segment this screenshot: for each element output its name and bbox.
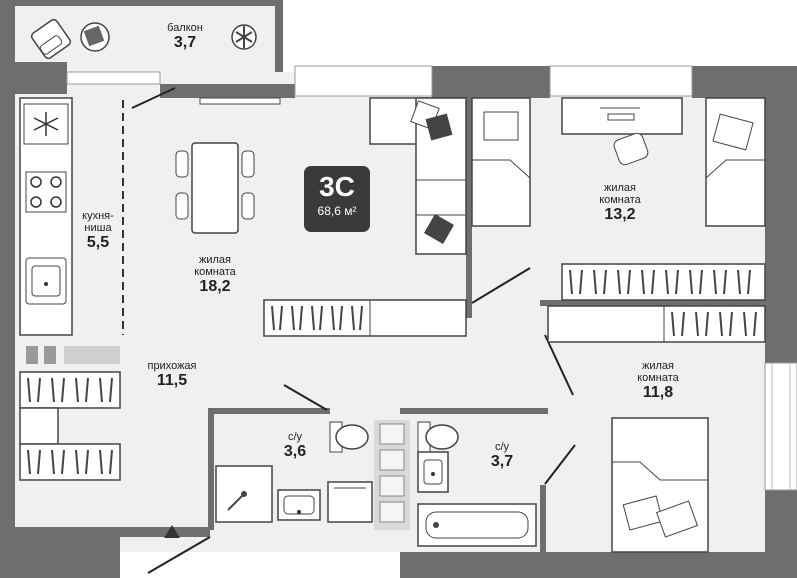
- door-bath1: [283, 384, 328, 411]
- sink-bath2: [417, 451, 449, 493]
- window-bedroom1: [549, 65, 693, 97]
- door-bath2: [544, 444, 576, 485]
- wall-balcony-left: [0, 0, 15, 70]
- wall-right-upper: [765, 66, 797, 363]
- room-hall-name: прихожая: [147, 360, 197, 372]
- entrance-arrow-icon: [164, 525, 180, 538]
- room-kitchen-name: кухня- ниша: [82, 210, 114, 234]
- bed-bedroom1-left: [471, 97, 531, 227]
- hall-bench: [64, 346, 120, 364]
- bedroom1-wardrobe: [561, 263, 766, 301]
- window-bedroom2: [764, 362, 797, 491]
- door-bedroom2: [544, 334, 574, 396]
- living-wardrobe: [263, 299, 467, 337]
- toilet-bath2: [417, 421, 459, 453]
- toilet-bath1: [329, 421, 369, 453]
- desk: [561, 97, 683, 166]
- room-bedroom2-name: жилая комната: [637, 360, 679, 384]
- snowflake-icon: [33, 112, 59, 136]
- room-kitchen-area: 5,5: [86, 234, 110, 251]
- room-living-name: жилая комната: [194, 254, 236, 278]
- hall-wardrobe: [19, 371, 121, 481]
- room-living: жилая комната 18,2: [175, 254, 255, 296]
- room-bath1-name: с/у: [287, 431, 303, 443]
- bathtub: [417, 503, 537, 547]
- wall-bottom-right: [400, 552, 797, 578]
- hall-shelf-a: [26, 346, 38, 364]
- balcony-plant: [231, 24, 257, 50]
- window-kitchen: [66, 71, 161, 85]
- wall-top-mid: [432, 66, 550, 98]
- room-bath1-area: 3,6: [283, 443, 307, 460]
- room-bedroom1-area: 13,2: [604, 206, 636, 223]
- sofa: [369, 97, 467, 255]
- room-kitchen: кухня- ниша 5,5: [73, 210, 123, 252]
- wall-bath2-right: [540, 485, 546, 552]
- room-bath2-name: с/у: [494, 441, 510, 453]
- door-balcony: [131, 87, 176, 109]
- kitchen-sink: [25, 257, 67, 305]
- wall-balcony-right: [275, 0, 283, 72]
- wall-bath2-top: [400, 408, 548, 414]
- wall-left: [0, 62, 15, 527]
- tv: [199, 97, 281, 105]
- dining-table: [175, 142, 255, 234]
- shower: [215, 465, 273, 523]
- wall-bath-top: [208, 408, 330, 414]
- room-bedroom2: жилая комната 11,8: [618, 360, 698, 402]
- wall-living-bedroom: [466, 98, 472, 318]
- bed-bedroom1-right: [705, 97, 766, 227]
- room-bedroom1-name: жилая комната: [599, 182, 641, 206]
- wall-balcony-top: [0, 0, 283, 6]
- washing-machine: [327, 481, 373, 523]
- wall-bedrooms: [540, 300, 765, 306]
- room-hall: прихожая 11,5: [132, 360, 212, 390]
- sink-bath1: [277, 489, 321, 521]
- balcony-table: [80, 22, 110, 52]
- apartment-code: 3С: [319, 171, 355, 202]
- balcony-chair: [30, 18, 72, 60]
- bedroom2-wardrobe: [547, 305, 766, 343]
- door-bedroom1: [471, 267, 531, 304]
- room-balcony-area: 3,7: [173, 34, 197, 51]
- room-balcony-name: балкон: [167, 22, 203, 34]
- wall-bath-left: [208, 408, 214, 530]
- hall-shelf-b: [44, 346, 56, 364]
- wall-top-left: [15, 62, 67, 94]
- room-bath2-area: 3,7: [490, 453, 514, 470]
- wall-bottom-entry: [110, 527, 210, 537]
- room-balcony: балкон 3,7: [150, 22, 220, 52]
- room-bedroom2-area: 11,8: [642, 384, 674, 401]
- room-living-area: 18,2: [199, 278, 231, 295]
- bed-bedroom2: [611, 417, 709, 553]
- room-bath2: с/у 3,7: [472, 441, 532, 471]
- room-hall-area: 11,5: [156, 372, 188, 389]
- apartment-badge: 3С 68,6 м²: [304, 166, 370, 232]
- apartment-total-area: 68,6 м²: [317, 204, 357, 218]
- wall-bottom-left: [0, 527, 120, 578]
- door-entrance: [147, 536, 211, 574]
- room-bath1: с/у 3,6: [265, 431, 325, 461]
- room-bedroom1: жилая комната 13,2: [580, 182, 660, 224]
- window-living: [294, 65, 433, 97]
- wall-top-living: [160, 84, 295, 98]
